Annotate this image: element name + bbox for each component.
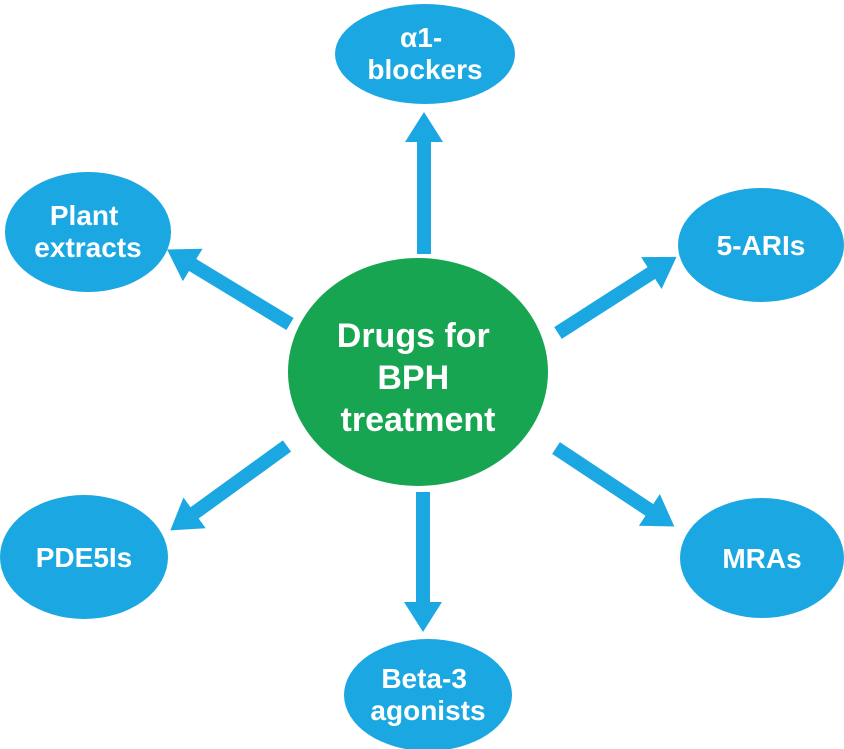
center-label-line-1: Drugs for: [337, 317, 490, 355]
5-aris-label-line-1: 5-ARIs: [717, 230, 806, 261]
node-plant-extracts: [5, 172, 171, 292]
pde5is-label-line-1: PDE5Is: [36, 542, 133, 573]
node-drugs-for-bph-treatment-label: Drugs for BPH treatment: [337, 317, 499, 439]
center-label-line-2: BPH: [377, 359, 449, 397]
node-beta-3-agonists-label: Beta-3 agonists: [370, 663, 485, 726]
arrow-to-pde5is: [170, 440, 292, 531]
node-alpha1-blockers-label: α1- blockers: [367, 22, 482, 85]
arrow-to-5-aris: [554, 256, 677, 339]
alpha1-label-line-2: blockers: [367, 54, 482, 85]
node-plant-extracts-label: Plant extracts: [34, 200, 141, 263]
plant-extracts-label-line-2: extracts: [34, 232, 141, 263]
arrow-to-mras: [552, 442, 675, 527]
beta3-label-line-2: agonists: [370, 695, 485, 726]
node-drugs-for-bph-treatment: [288, 258, 548, 486]
beta3-label-line-1: Beta-3: [381, 663, 467, 694]
center-label-line-3: treatment: [341, 401, 496, 439]
node-beta-3-agonists: [344, 639, 512, 749]
node-alpha1-blockers: [335, 4, 515, 104]
alpha1-label-line-1: α1-: [400, 22, 442, 53]
node-5-aris: [678, 188, 844, 302]
mras-label-line-1: MRAs: [722, 543, 801, 574]
node-pde5is: [0, 495, 168, 619]
node-mras-label: MRAs: [722, 543, 801, 574]
plant-extracts-label-line-1: Plant: [50, 200, 118, 231]
arrow-to-plant-extracts: [167, 248, 294, 330]
node-5-aris-label: 5-ARIs: [717, 230, 806, 261]
node-pde5is-label: PDE5Is: [36, 542, 133, 573]
node-mras: [680, 498, 844, 618]
